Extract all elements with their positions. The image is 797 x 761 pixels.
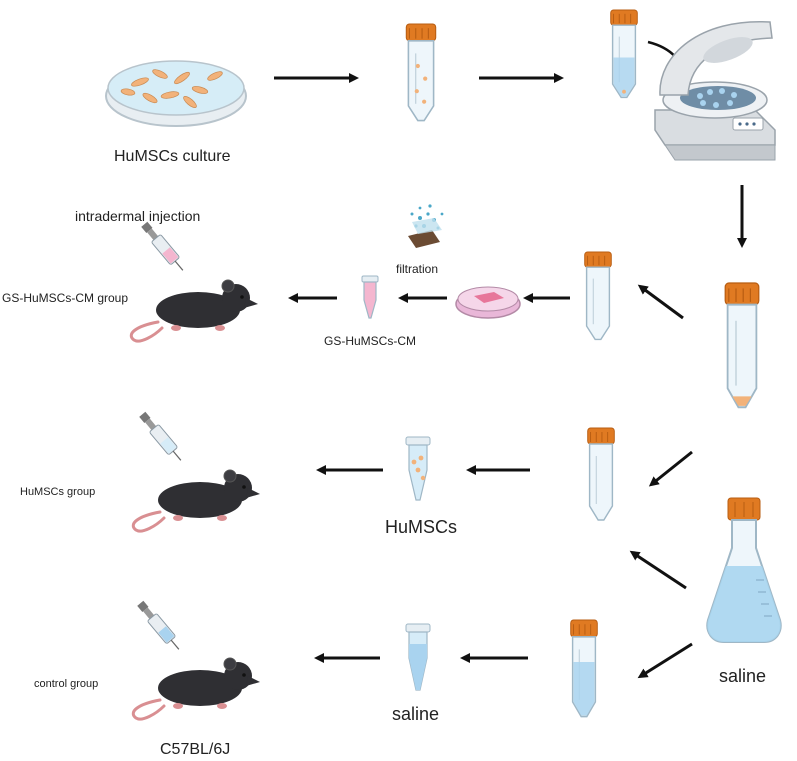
tube-empty-icon bbox=[583, 251, 613, 341]
arrow bbox=[637, 642, 693, 679]
label-culture: HuMSCs culture bbox=[114, 148, 231, 165]
label-gs-cm: GS-HuMSCs-CM bbox=[324, 334, 416, 348]
erlenmeyer-flask-icon bbox=[706, 497, 782, 643]
label-filtration: filtration bbox=[396, 262, 439, 276]
arrow bbox=[629, 550, 687, 590]
label-mouse-strain: C57BL/6J bbox=[160, 741, 231, 758]
eppendorf-pink-icon bbox=[361, 275, 379, 319]
label-humscs: HuMSCs bbox=[385, 517, 458, 537]
tube-with-cells-icon bbox=[405, 23, 437, 122]
label-injection: intradermal injection bbox=[75, 208, 201, 224]
tube-saline-icon bbox=[569, 619, 599, 718]
arrow bbox=[648, 450, 693, 487]
label-humscs-group: HuMSCs group bbox=[20, 486, 96, 498]
centrifuge-icon bbox=[654, 21, 776, 161]
tube-blue-icon bbox=[609, 9, 639, 99]
eppendorf-cells-icon bbox=[405, 436, 431, 501]
dish-scaffold-icon bbox=[455, 286, 521, 319]
eppendorf-saline-icon bbox=[405, 623, 431, 691]
syringe-blue-icon bbox=[137, 409, 187, 465]
label-gs-group: GS-HuMSCs-CM group bbox=[2, 291, 129, 305]
label-saline-flask: saline bbox=[719, 666, 767, 686]
petri-dish-culture-icon bbox=[105, 60, 247, 127]
label-saline-eppendorf: saline bbox=[392, 704, 440, 724]
mouse-icon bbox=[131, 468, 262, 533]
syringe-blue-icon bbox=[135, 598, 185, 654]
filtration-icon bbox=[408, 204, 444, 248]
tube-empty-icon bbox=[586, 427, 616, 521]
syringe-pink-icon bbox=[139, 219, 189, 275]
tube-pellet-icon bbox=[724, 281, 760, 409]
mouse-icon bbox=[129, 278, 260, 343]
mouse-icon bbox=[131, 656, 262, 721]
arrow bbox=[637, 284, 684, 320]
label-control-group: control group bbox=[34, 678, 99, 690]
